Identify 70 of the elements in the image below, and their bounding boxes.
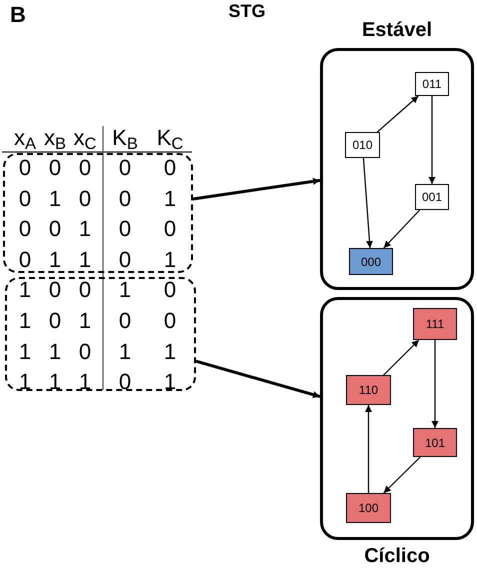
state-box: 110 bbox=[346, 375, 391, 405]
arrow bbox=[428, 96, 436, 184]
dashed-group-box bbox=[3, 153, 193, 273]
state-box: 111 bbox=[413, 308, 457, 340]
truth-table-value: 0 bbox=[48, 307, 62, 335]
panel-heading: Estável bbox=[360, 18, 434, 42]
truth-table-value: 1 bbox=[78, 307, 92, 335]
truth-table-value: 1 bbox=[78, 368, 92, 396]
truth-table-value: 0 bbox=[48, 276, 62, 304]
truth-table-value: 1 bbox=[162, 368, 178, 396]
truth-table-value: 0 bbox=[78, 338, 92, 366]
truth-table-value: 1 bbox=[18, 276, 32, 304]
truth-table-value: 1 bbox=[78, 215, 92, 244]
truth-table-value: 1 bbox=[18, 338, 32, 366]
arrow bbox=[383, 210, 420, 248]
truth-table-value: 1 bbox=[118, 276, 132, 304]
truth-table-value: 0 bbox=[162, 307, 178, 335]
column-header: x$_{C}$ bbox=[72, 124, 98, 152]
truth-table-value: 1 bbox=[162, 184, 178, 213]
truth-table-value: 0 bbox=[78, 184, 92, 213]
truth-table-value: 0 bbox=[118, 184, 132, 213]
truth-table-value: 0 bbox=[78, 276, 92, 304]
state-box: 001 bbox=[415, 184, 449, 210]
column-header: x$_{A}$ bbox=[12, 124, 37, 152]
arrow bbox=[192, 178, 320, 200]
column-header: K$_{B}$ bbox=[111, 124, 139, 152]
column-header: K$_{C}$ bbox=[156, 124, 184, 152]
arrow bbox=[383, 456, 421, 494]
truth-table-value: 0 bbox=[162, 154, 178, 182]
truth-table-value: 1 bbox=[48, 368, 62, 396]
truth-table-value: 1 bbox=[48, 246, 62, 274]
panel-letter: B bbox=[10, 2, 27, 28]
dashed-group-box bbox=[5, 277, 196, 391]
diagram-title: STG bbox=[227, 0, 266, 22]
truth-table-value: 1 bbox=[18, 307, 32, 335]
truth-table-value: 0 bbox=[18, 154, 32, 182]
arrow bbox=[196, 360, 320, 398]
truth-table-value: 0 bbox=[118, 307, 132, 335]
truth-table-value: 0 bbox=[162, 215, 178, 244]
truth-table-value: 0 bbox=[118, 154, 132, 182]
truth-table-value: 0 bbox=[48, 215, 62, 244]
arrow bbox=[362, 158, 373, 248]
column-header: x$_{B}$ bbox=[42, 124, 67, 152]
truth-table-value: 1 bbox=[118, 338, 132, 366]
truth-table-value: 1 bbox=[78, 246, 92, 274]
truth-table-value: 0 bbox=[18, 215, 32, 244]
truth-table-value: 1 bbox=[48, 338, 62, 366]
arrow bbox=[432, 340, 438, 428]
truth-table-value: 1 bbox=[48, 184, 62, 213]
panel-heading: Cíclico bbox=[363, 544, 431, 568]
truth-table-value: 0 bbox=[18, 184, 32, 213]
state-box: 000 bbox=[349, 248, 393, 275]
arrow bbox=[365, 405, 372, 493]
truth-table-value: 1 bbox=[162, 246, 178, 274]
state-box: 100 bbox=[346, 493, 391, 523]
truth-table-value: 1 bbox=[18, 368, 32, 396]
state-panel bbox=[320, 18, 474, 290]
arrow bbox=[376, 96, 419, 132]
truth-table-value: 0 bbox=[118, 246, 132, 274]
state-box: 011 bbox=[415, 72, 449, 96]
state-box: 101 bbox=[413, 428, 457, 457]
truth-table-value: 0 bbox=[162, 276, 178, 304]
truth-table-value: 0 bbox=[18, 246, 32, 274]
truth-table-value: 0 bbox=[48, 154, 62, 182]
arrow bbox=[383, 340, 420, 376]
state-box: 010 bbox=[345, 132, 380, 158]
truth-table-value: 0 bbox=[118, 215, 132, 244]
truth-table-value: 0 bbox=[78, 154, 92, 182]
truth-table-value: 0 bbox=[118, 368, 132, 396]
truth-table-value: 1 bbox=[162, 338, 178, 366]
